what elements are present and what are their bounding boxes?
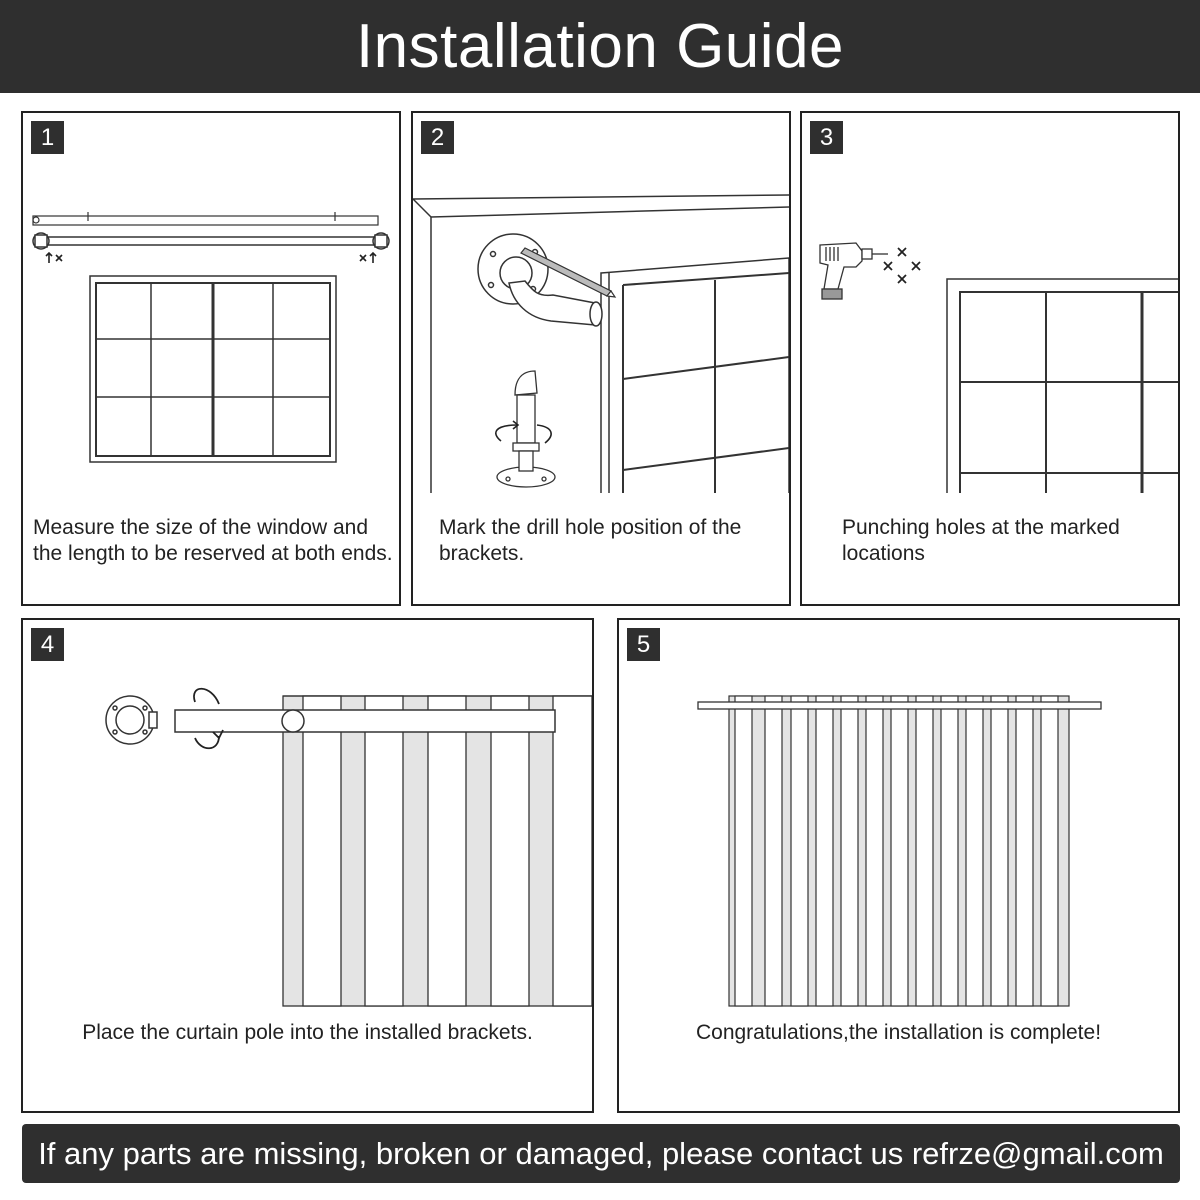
complete-illustration (697, 695, 1102, 1007)
step-caption: Punching holes at the marked locations (842, 516, 1120, 565)
step-1-panel: 1 Measure th (21, 111, 401, 606)
step-caption: Congratulations,the installation is comp… (695, 1021, 1102, 1044)
rotate-arrow-icon (495, 420, 552, 444)
contact-note: If any parts are missing, broken or dama… (38, 1135, 1164, 1171)
wall-icon (413, 194, 789, 493)
curtain-icon (728, 695, 1070, 1007)
step-number-badge: 3 (810, 121, 843, 154)
header-banner: Installation Guide (0, 0, 1200, 93)
curtain-icon (282, 695, 592, 1007)
page-title: Installation Guide (355, 12, 845, 81)
step-3-panel: 3 Punching holes at the marked locations (800, 111, 1180, 606)
drill-illustration (819, 242, 1178, 493)
window-icon (89, 275, 337, 463)
step-number-badge: 1 (31, 121, 64, 154)
step-2-panel: 2 (411, 111, 791, 606)
rotate-arrow-icon (193, 687, 224, 750)
curtain-rod-icon (174, 709, 556, 733)
pencil-icon (520, 247, 617, 298)
step-number-badge: 4 (31, 628, 64, 661)
mark-holes-illustration (413, 194, 789, 493)
window-icon (946, 278, 1178, 493)
ruler-icon (32, 212, 379, 226)
step-4-panel: 4 Place the curtain pole into the (21, 618, 594, 1113)
hole-mark-icon (883, 247, 921, 284)
step-5-panel: 5 Congratulations,the installation is co… (617, 618, 1180, 1113)
step-caption: Measure the size of the window and the l… (33, 516, 393, 565)
step-number-badge: 5 (627, 628, 660, 661)
window-icon (600, 257, 789, 493)
place-rod-illustration (105, 687, 592, 1007)
bracket-icon (105, 695, 158, 745)
step-caption: Mark the drill hole position of the brac… (439, 516, 742, 565)
measure-illustration (32, 212, 390, 463)
footer-banner: If any parts are missing, broken or dama… (22, 1124, 1180, 1183)
curtain-rod-icon (32, 232, 390, 250)
bracket-icon (496, 370, 556, 488)
hole-mark-icon (45, 251, 377, 263)
curtain-rod-icon (697, 701, 1102, 710)
step-caption: Place the curtain pole into the installe… (82, 1021, 533, 1044)
drill-icon (819, 242, 888, 300)
step-number-badge: 2 (421, 121, 454, 154)
